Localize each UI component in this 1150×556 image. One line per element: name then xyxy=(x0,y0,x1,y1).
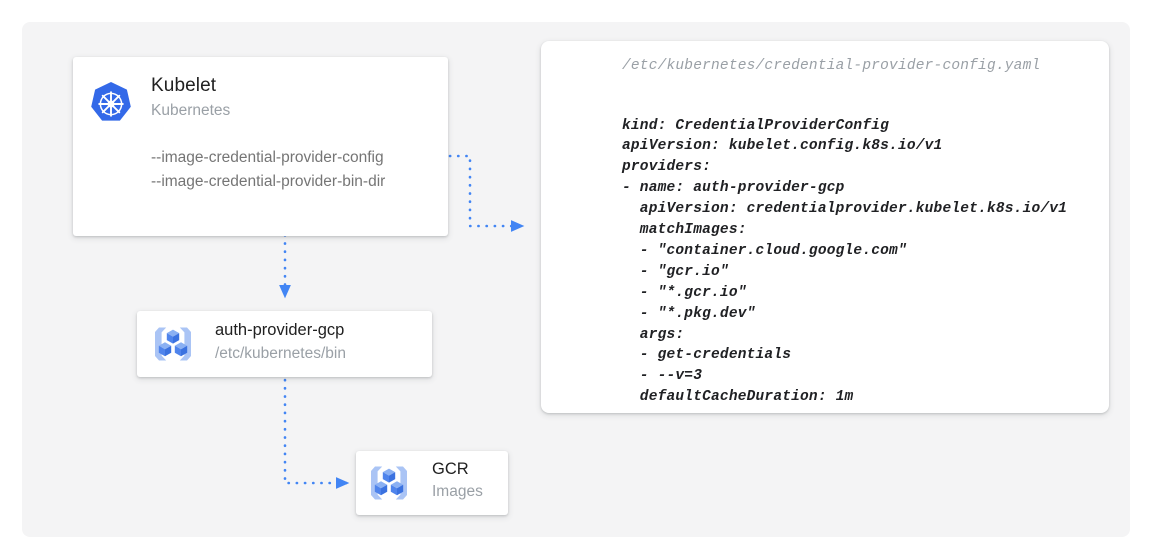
gcr-title: GCR xyxy=(432,460,469,478)
container-registry-icon xyxy=(150,321,196,367)
kubelet-flag-list: --image-credential-provider-config --ima… xyxy=(151,146,385,194)
kubelet-title: Kubelet xyxy=(151,75,217,96)
kubernetes-helm-icon xyxy=(85,78,137,130)
auth-provider-gcp-subtitle: /etc/kubernetes/bin xyxy=(215,345,346,362)
config-file-content: kind: CredentialProviderConfig apiVersio… xyxy=(622,117,1068,406)
kubelet-flag-bin-dir: --image-credential-provider-bin-dir xyxy=(151,173,386,190)
kubelet-card[interactable]: Kubelet Kubernetes --image-credential-pr… xyxy=(73,57,448,236)
container-registry-icon xyxy=(366,460,412,506)
gcr-subtitle: Images xyxy=(432,483,483,500)
auth-provider-gcp-title: auth-provider-gcp xyxy=(215,321,345,339)
kubelet-subtitle: Kubernetes xyxy=(151,102,231,119)
config-file-path: /etc/kubernetes/credential-provider-conf… xyxy=(622,58,1041,74)
auth-provider-to-gcr-connector xyxy=(283,378,350,489)
kubelet-flag-config: --image-credential-provider-config xyxy=(151,149,384,166)
gcr-card[interactable]: GCR Images xyxy=(356,451,508,515)
credential-provider-config-panel[interactable]: /etc/kubernetes/credential-provider-conf… xyxy=(541,41,1109,413)
auth-provider-gcp-card[interactable]: auth-provider-gcp /etc/kubernetes/bin xyxy=(137,311,432,377)
